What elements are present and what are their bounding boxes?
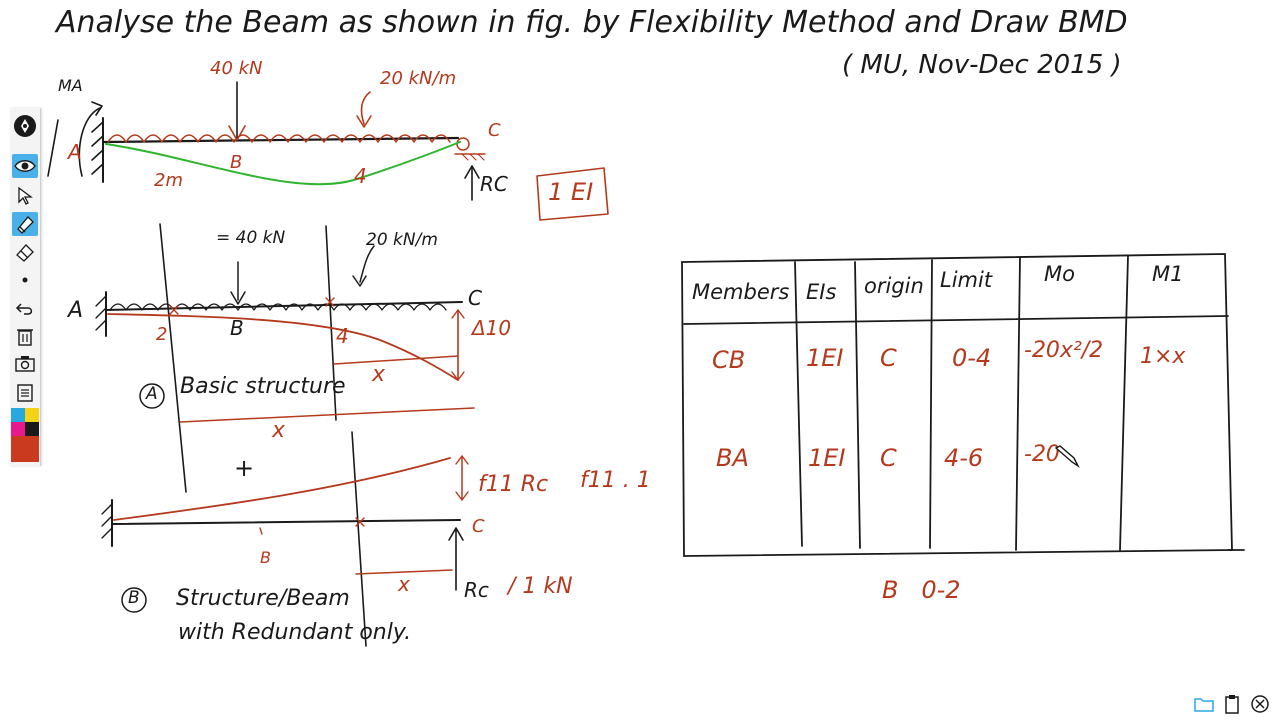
undo-icon <box>15 303 33 315</box>
basic-circle-letter: A <box>146 384 158 404</box>
clear-button[interactable] <box>12 324 38 348</box>
color-swatch-black[interactable] <box>25 422 39 436</box>
camera-icon <box>15 356 35 372</box>
member-table-grid <box>681 253 1245 557</box>
table-header-eis: EIs <box>806 280 837 304</box>
table-cell-ei-cb: 1EI <box>806 344 844 372</box>
copy-button[interactable] <box>12 380 38 404</box>
unit-load-label: / 1 kN <box>508 574 573 599</box>
basic-caption: Basic structure <box>180 374 346 399</box>
screenshot-button[interactable] <box>12 352 38 376</box>
color-swatch-red[interactable] <box>11 436 39 462</box>
color-swatch-yellow[interactable] <box>25 408 39 422</box>
undo-button[interactable] <box>12 296 38 320</box>
node-b-label: B <box>230 152 243 173</box>
node-a-label: A <box>68 140 82 164</box>
table-header-members: Members <box>692 280 790 304</box>
close-button[interactable] <box>1250 694 1270 714</box>
open-folder-button[interactable] <box>1194 694 1214 714</box>
basic-node-b-label: B <box>230 316 244 340</box>
redundant-x-label: x <box>398 572 410 596</box>
eraser-icon <box>16 244 34 262</box>
table-header-mo: Mo <box>1044 262 1075 286</box>
table-cell-m1-cb: 1×x <box>1140 344 1186 369</box>
dot-icon <box>22 277 28 283</box>
figure-redundant-structure <box>101 431 469 647</box>
reaction-label: RC <box>480 172 508 196</box>
flexibility-unit-label: f11 . 1 <box>580 468 651 493</box>
clipboard-icon <box>17 384 33 402</box>
delta-label: Δ10 <box>472 316 512 340</box>
table-cell-origin-ba: C <box>880 444 897 472</box>
figure-basic-structure <box>95 223 475 493</box>
close-icon <box>1251 695 1269 713</box>
table-header-origin: origin <box>864 274 924 298</box>
dot-tool-button[interactable] <box>12 268 38 292</box>
ei-box-label: 1 EI <box>548 178 594 206</box>
annotation-toolbar <box>10 108 41 466</box>
table-cell-limit-cb: 0-4 <box>952 344 992 372</box>
redundant-caption-2: with Redundant only. <box>178 620 412 645</box>
pen-cursor-icon <box>1054 445 1080 469</box>
highlighter-tool-button[interactable] <box>12 212 38 236</box>
redundant-rc-label: Rc <box>464 578 489 602</box>
table-cell-mo-ba: -20 <box>1024 442 1060 467</box>
redundant-node-c-label: C <box>472 516 485 537</box>
basic-udl-label: 20 kN/m <box>366 230 438 250</box>
basic-dist1-label: 2 <box>156 324 168 345</box>
redundant-circle-letter: B <box>128 588 140 608</box>
basic-x-label-2: x <box>272 418 286 443</box>
basic-node-c-label: C <box>468 286 482 310</box>
eraser-tool-button[interactable] <box>12 240 38 264</box>
folder-icon <box>1194 698 1214 712</box>
flexibility-label: f11 Rc <box>478 472 549 497</box>
table-cell-member-cb: CB <box>712 346 746 374</box>
table-cell-origin-cb: C <box>880 344 897 372</box>
basic-node-a-label: A <box>68 298 84 323</box>
node-c-label: C <box>488 120 501 141</box>
table-cell-ei-ba: 1EI <box>808 444 846 472</box>
span2-label: 4 <box>354 164 367 188</box>
moment-label: MA <box>58 76 83 95</box>
plus-sign: + <box>234 454 255 482</box>
color-swatch-blue[interactable] <box>11 408 25 422</box>
eye-icon <box>14 160 36 172</box>
table-cell-mo-cb: -20x²/2 <box>1024 338 1104 363</box>
clipboard-icon <box>1225 695 1239 714</box>
basic-dist2-label: 4 <box>336 324 349 348</box>
point-load-label: 40 kN <box>210 58 263 79</box>
redundant-caption-1: Structure/Beam <box>176 586 350 611</box>
table-cell-member-ba: BA <box>716 444 749 472</box>
redundant-node-b-label: B <box>260 548 271 567</box>
window-controls <box>1194 694 1270 714</box>
figure-original-beam <box>47 81 609 221</box>
table-header-limit: Limit <box>940 268 993 292</box>
page-title: Analyse the Beam as shown in fig. by Fle… <box>56 5 1128 40</box>
view-tool-button[interactable] <box>12 154 38 178</box>
pointer-icon <box>18 186 33 205</box>
below-table-note: B 0-2 <box>882 576 961 604</box>
select-tool-button[interactable] <box>12 184 38 208</box>
table-header-m1: M1 <box>1152 262 1184 286</box>
pen-tool-button[interactable] <box>12 114 38 138</box>
highlighter-icon <box>17 216 34 234</box>
trash-icon <box>17 329 33 346</box>
udl-label: 20 kN/m <box>380 68 457 89</box>
basic-point-load-label: = 40 kN <box>216 228 286 248</box>
pen-icon <box>14 115 36 137</box>
source-note: ( MU, Nov-Dec 2015 ) <box>842 50 1122 80</box>
basic-x-label: x <box>372 362 386 387</box>
color-swatch-pink[interactable] <box>11 422 25 436</box>
span1-label: 2m <box>154 170 183 191</box>
clipboard-button[interactable] <box>1222 694 1242 714</box>
table-cell-limit-ba: 4-6 <box>944 444 984 472</box>
